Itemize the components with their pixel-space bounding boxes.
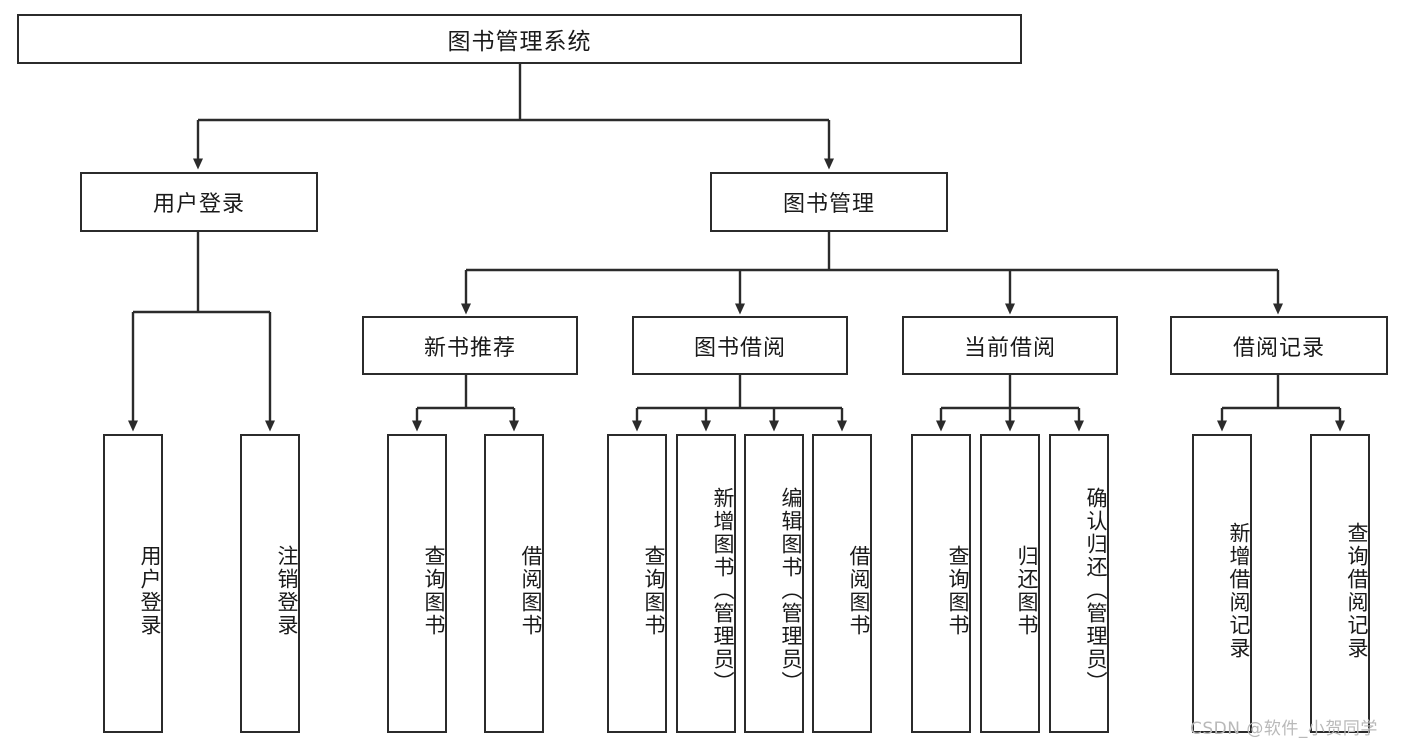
leaf-add-book-admin[interactable]: 新增图书（管理员） xyxy=(676,434,736,733)
leaf-label: 查询图书 xyxy=(422,544,446,637)
leaf-label: 用户登录 xyxy=(138,544,162,637)
leaf-label: 注销登录 xyxy=(275,544,299,637)
leaf-edit-book-admin[interactable]: 编辑图书（管理员） xyxy=(744,434,804,733)
leaf-logout[interactable]: 注销登录 xyxy=(240,434,300,733)
node-user-login[interactable]: 用户登录 xyxy=(80,172,318,232)
leaf-label: 查询图书 xyxy=(946,544,970,637)
leaf-query-book-current[interactable]: 查询图书 xyxy=(911,434,971,733)
watermark-text: CSDN @软件_小贺同学 xyxy=(1190,719,1378,739)
node-book-management[interactable]: 图书管理 xyxy=(710,172,948,232)
leaf-query-borrow-record[interactable]: 查询借阅记录 xyxy=(1310,434,1370,733)
leaf-add-borrow-record[interactable]: 新增借阅记录 xyxy=(1192,434,1252,733)
node-book-borrow[interactable]: 图书借阅 xyxy=(632,316,848,375)
leaf-return-book[interactable]: 归还图书 xyxy=(980,434,1040,733)
node-current-borrow[interactable]: 当前借阅 xyxy=(902,316,1118,375)
node-new-book-recommend[interactable]: 新书推荐 xyxy=(362,316,578,375)
node-borrow-records[interactable]: 借阅记录 xyxy=(1170,316,1388,375)
leaf-label: 新增图书（管理员） xyxy=(711,487,735,694)
leaf-label: 归还图书 xyxy=(1015,544,1039,637)
leaf-query-book-newbook[interactable]: 查询图书 xyxy=(387,434,447,733)
leaf-borrow-book-newbook[interactable]: 借阅图书 xyxy=(484,434,544,733)
leaf-confirm-return-admin[interactable]: 确认归还（管理员） xyxy=(1049,434,1109,733)
leaf-label: 编辑图书（管理员） xyxy=(779,487,803,694)
leaf-label: 查询图书 xyxy=(642,544,666,637)
leaf-label: 借阅图书 xyxy=(847,544,871,637)
leaf-label: 确认归还（管理员） xyxy=(1084,487,1108,694)
leaf-query-book-borrow[interactable]: 查询图书 xyxy=(607,434,667,733)
node-root[interactable]: 图书管理系统 xyxy=(17,14,1022,64)
leaf-label: 查询借阅记录 xyxy=(1345,521,1369,660)
leaf-label: 新增借阅记录 xyxy=(1227,521,1251,660)
leaf-borrow-book[interactable]: 借阅图书 xyxy=(812,434,872,733)
leaf-label: 借阅图书 xyxy=(519,544,543,637)
leaf-user-login[interactable]: 用户登录 xyxy=(103,434,163,733)
